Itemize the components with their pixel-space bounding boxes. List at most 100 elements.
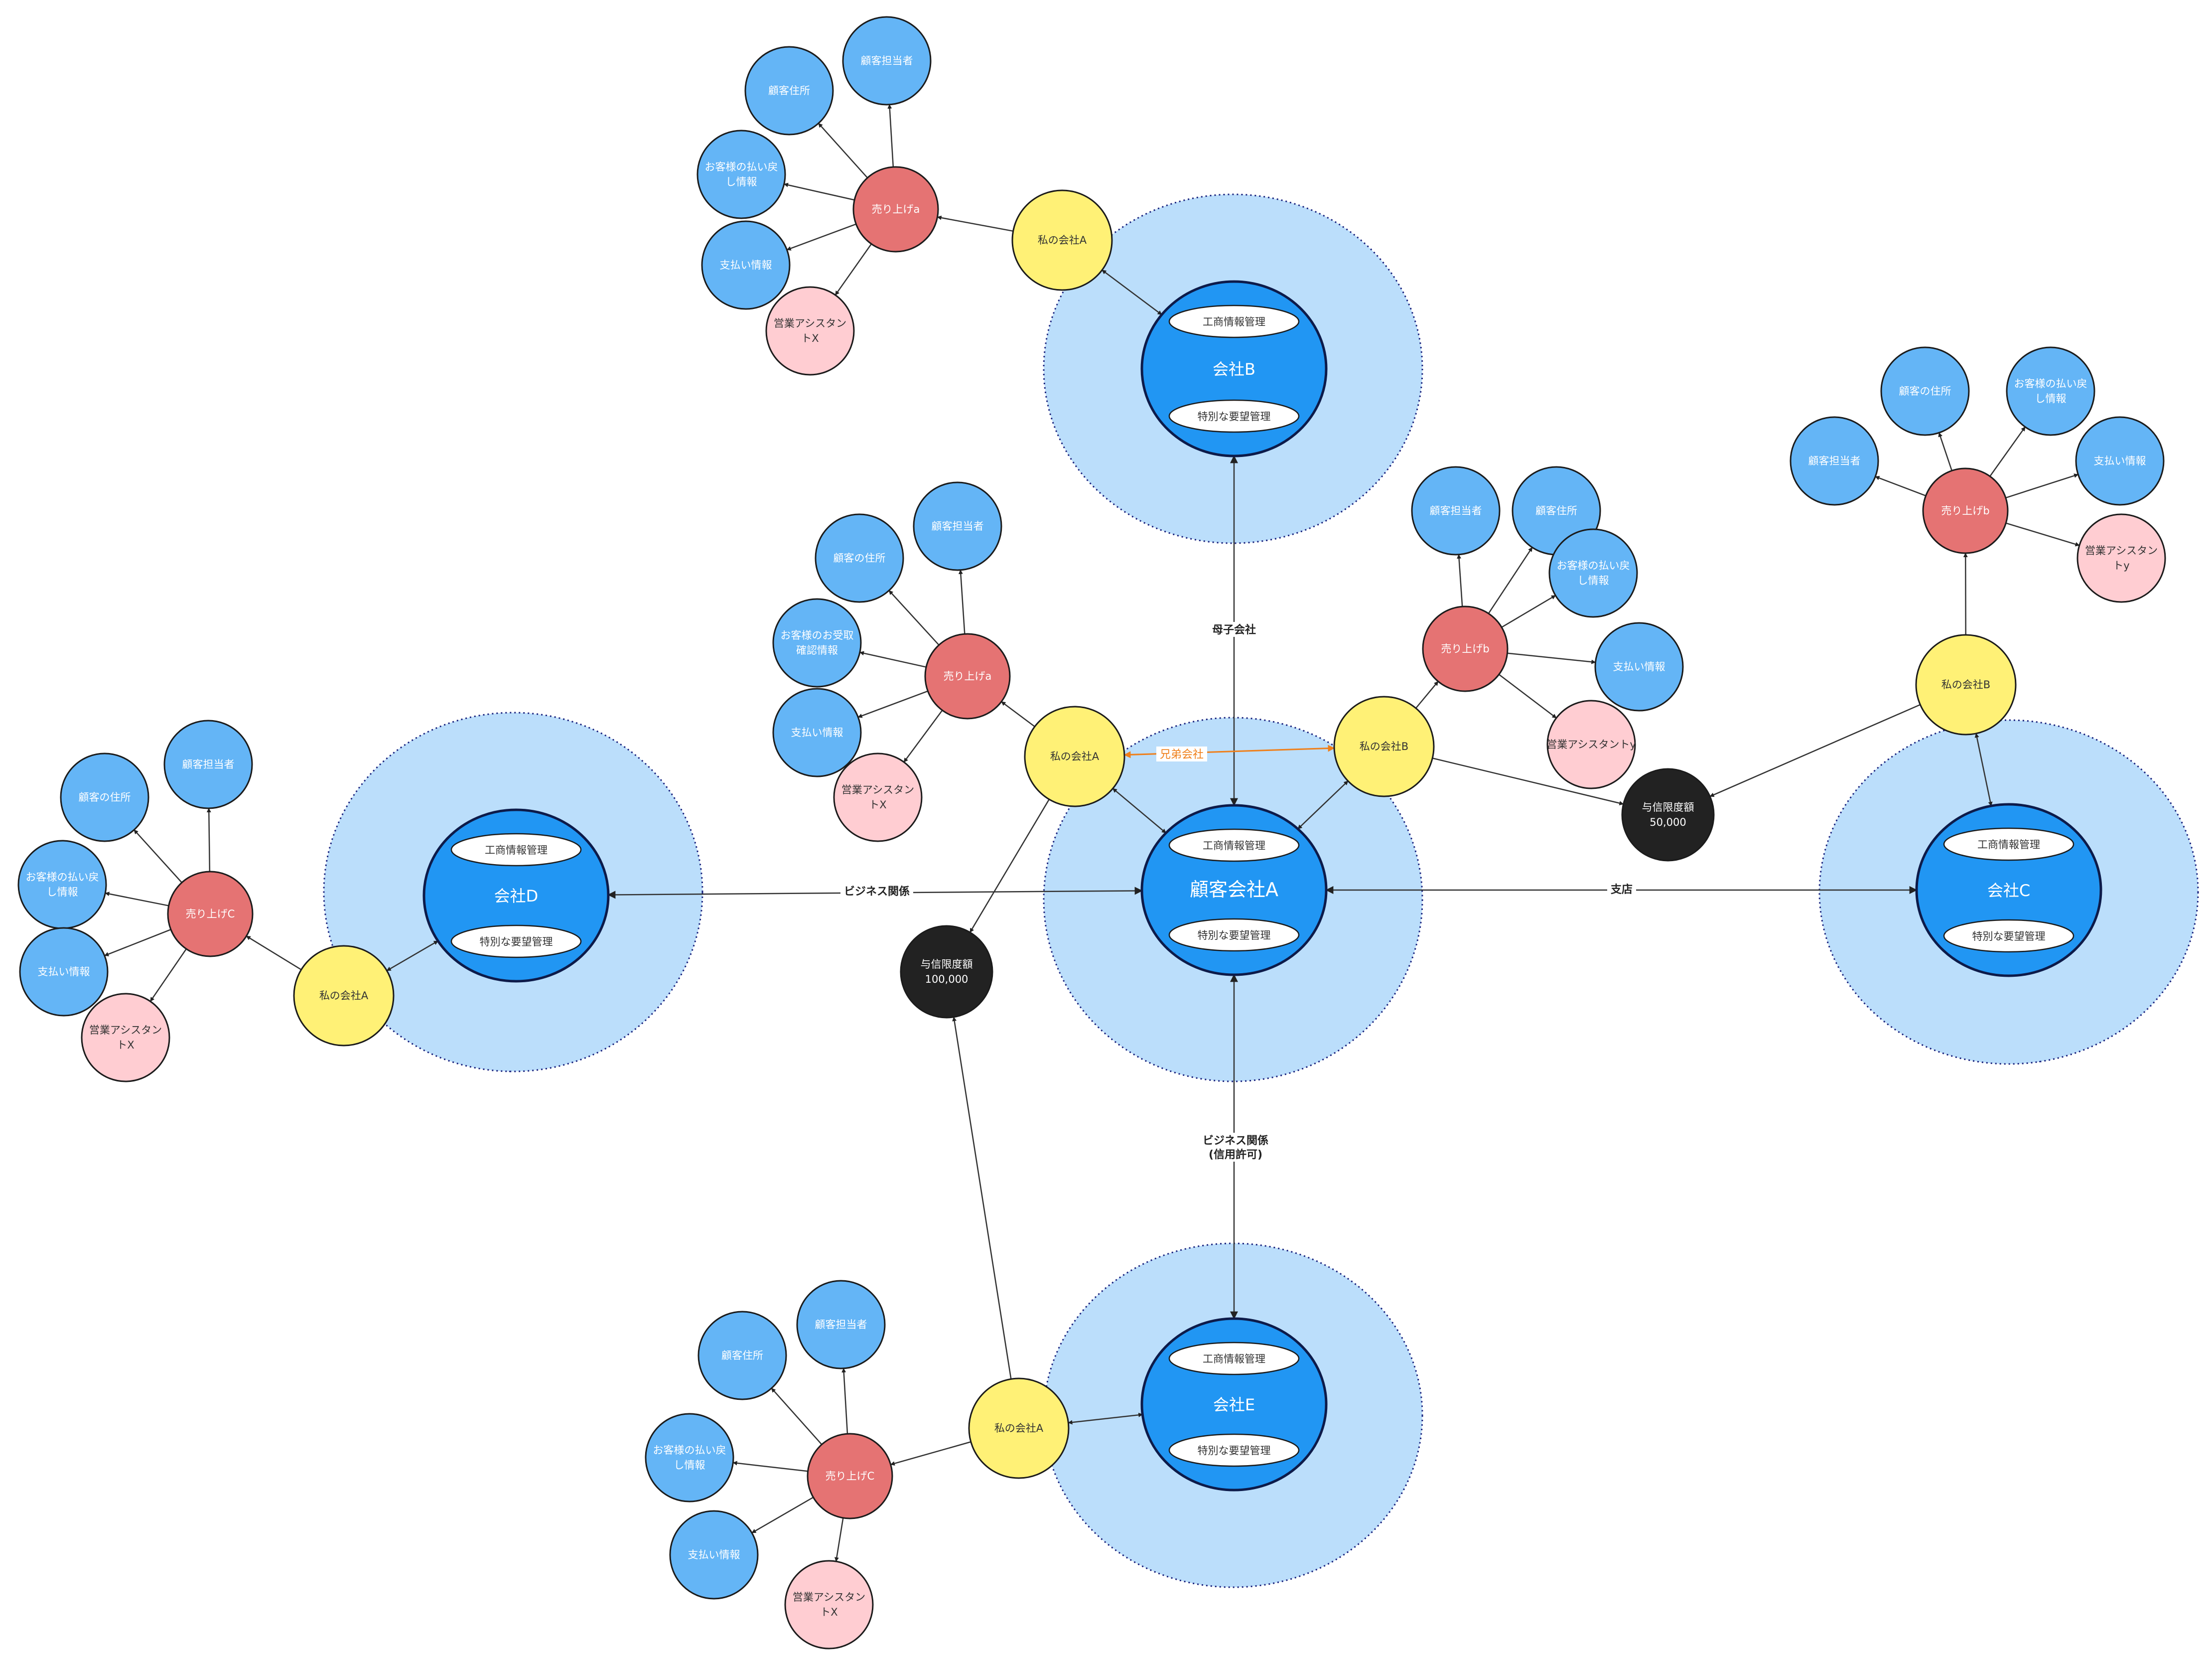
hub-bottom-pill[interactable] [1168, 918, 1300, 952]
blue-node-f4[interactable]: 支払い情報 [669, 1510, 759, 1600]
edge-label: 母子会社 [1212, 623, 1256, 636]
hub-bottom-pill[interactable] [1168, 399, 1300, 433]
hub-top-pill[interactable] [1168, 1342, 1300, 1375]
node-label: 顧客の住所 [79, 791, 131, 803]
hub-top-pill[interactable] [1168, 828, 1300, 862]
pink-node-pC[interactable]: 営業アシスタントy [2076, 513, 2166, 603]
node-label: お客様の払い戻 [26, 871, 99, 883]
edge-rA1-pA1 [903, 710, 943, 763]
edge-rE-pE [834, 1517, 844, 1562]
red-node-rC[interactable]: 売り上げb [1922, 467, 2009, 554]
blue-node-e1[interactable]: 顧客の住所 [1880, 346, 1970, 436]
blue-node-c1[interactable]: 顧客担当者 [1411, 466, 1501, 556]
hub-bottom-pill[interactable] [450, 924, 582, 958]
yellow-node-yD[interactable]: 私の会社A [293, 945, 395, 1047]
node-circle [1922, 467, 2009, 554]
node-label: お客様の払い戻 [2014, 378, 2087, 390]
edge-rA1-a3 [859, 651, 927, 668]
blue-node-b1[interactable]: 顧客担当者 [842, 16, 932, 106]
node-circle [1915, 634, 2017, 736]
edge-rC-e1 [1938, 432, 1953, 471]
node-label: 顧客の住所 [833, 552, 886, 564]
edge-yE-hubE [1068, 1412, 1143, 1425]
red-node-rE[interactable]: 売り上げC [807, 1433, 893, 1519]
hub-title: 会社B [1213, 360, 1255, 379]
node-circle [81, 993, 170, 1082]
blue-node-d4[interactable]: 支払い情報 [19, 927, 109, 1017]
hub-title: 会社C [1987, 881, 2030, 900]
blue-node-f1[interactable]: 顧客担当者 [796, 1280, 886, 1369]
node-circle [17, 840, 107, 929]
node-circle [842, 16, 932, 106]
node-label: 顧客担当者 [1430, 505, 1482, 517]
yellow-node-yE[interactable]: 私の会社A [968, 1377, 1070, 1479]
red-node-rB[interactable]: 売り上げa [852, 166, 939, 253]
node-label: トy [2113, 560, 2129, 572]
hub-top-pill[interactable] [450, 833, 582, 867]
node-label: トX [869, 799, 886, 811]
node-circle [1880, 346, 1970, 436]
hub-top-pill[interactable] [1168, 304, 1300, 338]
node-circle [807, 1433, 893, 1519]
node-circle [744, 46, 834, 136]
edge-yC-k1 [1709, 704, 1921, 797]
edge-rA1-a1 [958, 569, 966, 634]
node-label: トX [117, 1039, 134, 1051]
blue-node-a4[interactable]: 支払い情報 [772, 688, 862, 777]
edge-label-bg [1199, 1147, 1272, 1162]
node-circle [796, 1280, 886, 1369]
hub-bottom-label: 特別な要望管理 [480, 936, 553, 948]
node-label: 支払い情報 [1613, 661, 1665, 673]
edge-label-bg [840, 884, 913, 899]
blue-node-d2[interactable]: 顧客の住所 [60, 753, 149, 842]
node-circle [1621, 768, 1715, 862]
blue-node-f2[interactable]: 顧客住所 [697, 1311, 787, 1400]
hub-top-pill[interactable] [1943, 827, 2074, 861]
blue-node-b4[interactable]: 支払い情報 [701, 220, 791, 310]
yellow-node-yC[interactable]: 私の会社B [1915, 634, 2017, 736]
yellow-node-yA2[interactable]: 私の会社B [1333, 696, 1435, 797]
red-node-rA1[interactable]: 売り上げa [924, 633, 1011, 720]
blue-node-e3[interactable]: 顧客担当者 [1790, 416, 1879, 506]
yellow-node-yA1[interactable]: 私の会社A [1024, 706, 1125, 807]
node-label: 営業アシスタン [841, 784, 914, 796]
node-circle [1333, 696, 1435, 797]
edge-rD-d3 [105, 892, 169, 906]
red-node-rA2[interactable]: 売り上げb [1422, 605, 1509, 692]
node-label: し情報 [726, 176, 757, 188]
blue-node-d1[interactable]: 顧客担当者 [163, 720, 253, 809]
edge-rC-e4 [2005, 473, 2079, 499]
edge-rA2-pA2 [1498, 674, 1557, 719]
pink-node-pA2[interactable]: 営業アシスタントy [1546, 700, 1636, 789]
hub-bottom-pill[interactable] [1168, 1433, 1300, 1467]
blue-node-e4[interactable]: 支払い情報 [2075, 416, 2165, 506]
blue-node-c4[interactable]: 支払い情報 [1594, 622, 1684, 712]
node-circle [1546, 700, 1636, 789]
node-circle [1790, 416, 1879, 506]
edge-label: ビジネス関係 [1203, 1135, 1268, 1147]
blue-node-a2[interactable]: 顧客の住所 [815, 513, 904, 603]
hub-bottom-pill[interactable] [1943, 919, 2074, 953]
blue-node-b2[interactable]: 顧客住所 [744, 46, 834, 136]
node-label: 顧客担当者 [815, 1319, 867, 1331]
red-node-rD[interactable]: 売り上げC [167, 871, 254, 957]
yellow-node-yB[interactable]: 私の会社A [1011, 189, 1113, 291]
blue-node-a1[interactable]: 顧客担当者 [913, 481, 1002, 571]
